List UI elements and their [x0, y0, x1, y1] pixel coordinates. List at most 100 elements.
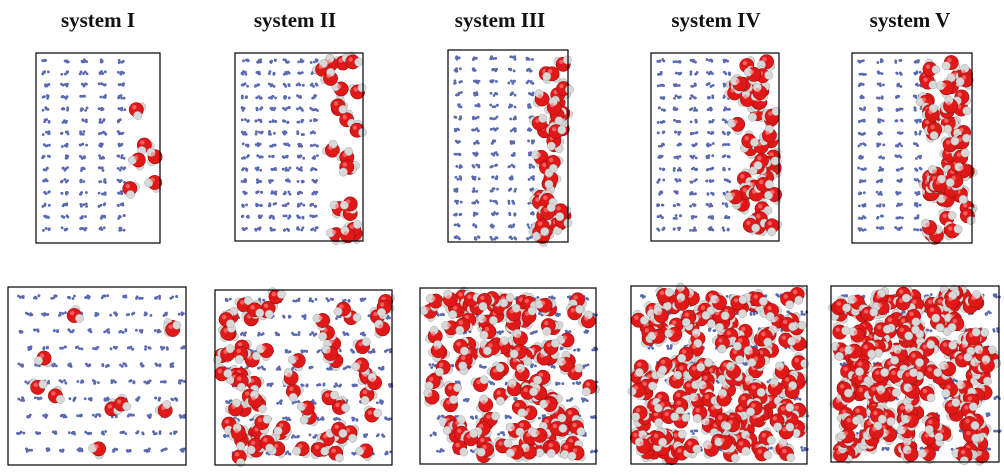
lattice-atom [913, 106, 923, 112]
water-molecule [533, 369, 552, 387]
system-1-label: system I [60, 8, 136, 32]
lattice-atom [857, 142, 867, 148]
lattice-atom [282, 227, 291, 232]
lattice-atom [316, 382, 326, 387]
lattice-atom [98, 154, 106, 160]
simulation-box [419, 287, 597, 465]
water-molecule [321, 344, 339, 364]
water-molecule [479, 324, 498, 341]
lattice-atom [76, 447, 84, 453]
water-molecule [455, 317, 473, 335]
lattice-atom [876, 58, 884, 64]
lattice-atom [489, 223, 495, 229]
lattice-atom [311, 94, 318, 100]
lattice-atom [497, 431, 506, 437]
lattice-atom [507, 199, 516, 205]
water-molecule [88, 441, 107, 460]
lattice-atom [98, 70, 107, 76]
lattice-atom [705, 142, 715, 148]
lattice-atom [489, 115, 499, 121]
lattice-atom [17, 294, 25, 300]
lattice-atom [875, 203, 886, 208]
water-molecule [957, 447, 976, 466]
water-molecule [569, 417, 586, 436]
water-molecule [267, 441, 286, 458]
lattice-atom [79, 202, 88, 208]
lattice-atom [180, 345, 186, 350]
lattice-atom [547, 363, 556, 369]
lattice-atom [79, 191, 88, 196]
water-molecule [342, 424, 360, 443]
lattice-atom [169, 430, 178, 435]
lattice-atom [509, 115, 517, 121]
lattice-atom [572, 381, 582, 386]
lattice-atom [673, 118, 682, 124]
lattice-atom [97, 82, 107, 87]
water-molecule [545, 440, 564, 458]
lattice-atom [42, 166, 49, 172]
lattice-atom [282, 416, 292, 422]
lattice-atom [489, 79, 498, 84]
lattice-atom [672, 167, 683, 172]
lattice-atom [471, 187, 479, 193]
lattice-atom [126, 345, 135, 351]
lattice-atom [308, 297, 318, 303]
lattice-atom [118, 328, 128, 334]
lattice-atom [269, 143, 277, 148]
lattice-atom [666, 344, 673, 350]
water-molecule [965, 290, 983, 308]
lattice-atom [689, 106, 699, 112]
water-molecule [686, 362, 706, 379]
lattice-atom [384, 416, 392, 421]
water-molecule [924, 416, 943, 434]
lattice-atom [74, 345, 84, 351]
water-molecule [666, 370, 684, 389]
lattice-atom [507, 223, 516, 229]
water-molecule [833, 295, 851, 314]
water-molecule [530, 427, 548, 446]
lattice-atom [41, 70, 50, 76]
lattice-atom [528, 163, 535, 169]
lattice-atom [672, 202, 681, 208]
water-molecule [470, 375, 489, 393]
water-molecule [906, 308, 923, 327]
lattice-atom [455, 164, 463, 169]
lattice-atom [914, 118, 922, 124]
water-molecule [661, 406, 680, 425]
lattice-atom [453, 79, 463, 85]
water-molecule [941, 55, 960, 72]
lattice-atom [721, 130, 731, 136]
lattice-atom [79, 178, 86, 184]
water-molecule [860, 304, 879, 322]
lattice-atom [152, 430, 162, 436]
lattice-atom [240, 70, 248, 76]
lattice-atom [455, 55, 461, 61]
lattice-atom [310, 226, 319, 232]
water-molecule [899, 368, 918, 385]
lattice-atom [159, 345, 169, 351]
water-molecule [509, 344, 528, 362]
lattice-atom [83, 397, 93, 402]
water-molecule [578, 310, 596, 329]
lattice-atom [471, 127, 480, 133]
lattice-atom [690, 215, 698, 220]
lattice-atom [368, 348, 376, 354]
lattice-atom [508, 235, 518, 241]
water-molecule [345, 51, 364, 70]
lattice-atom [240, 118, 250, 123]
lattice-atom [689, 70, 699, 76]
lattice-atom [895, 202, 903, 208]
lattice-atom [858, 191, 866, 196]
water-molecule [746, 400, 765, 417]
lattice-atom [99, 214, 107, 220]
lattice-atom [672, 60, 682, 64]
lattice-atom [721, 226, 730, 232]
lattice-atom [116, 202, 125, 207]
lattice-atom [462, 397, 470, 403]
lattice-atom [44, 83, 51, 88]
lattice-atom [707, 226, 715, 232]
lattice-atom [284, 178, 291, 183]
lattice-atom [529, 211, 535, 216]
lattice-atom [559, 346, 564, 351]
lattice-atom [527, 139, 536, 145]
